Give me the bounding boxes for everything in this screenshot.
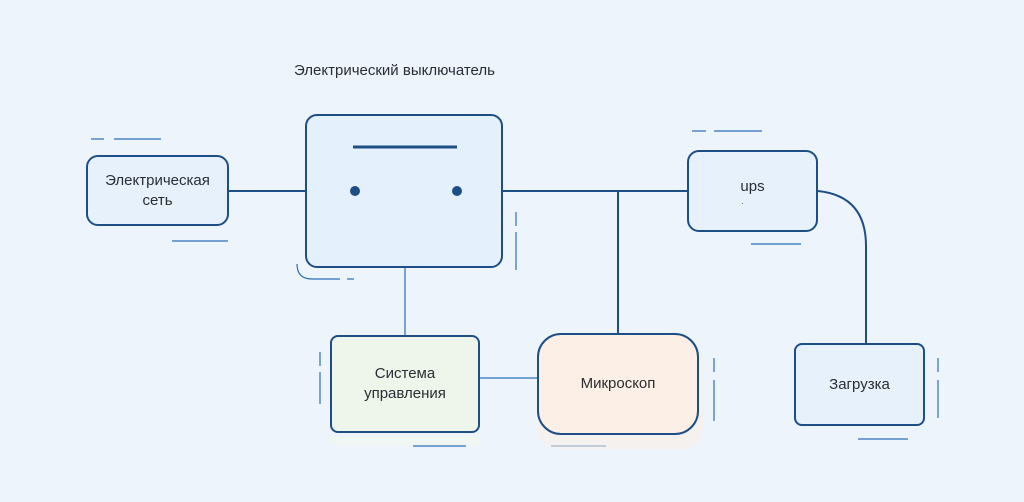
ups-label: ups <box>740 178 765 195</box>
control-label-line1: Система <box>374 365 436 382</box>
ups-sub-mark: . <box>741 196 744 206</box>
switch-symbol <box>350 145 462 196</box>
control-label-line2: управления <box>364 385 446 402</box>
decorative-dashes <box>91 130 939 447</box>
microscope-label: Микроскоп <box>580 375 656 392</box>
switch-title: Электрический выключатель <box>294 62 495 79</box>
switch-contact-left <box>350 186 360 196</box>
thin-wiring <box>404 268 537 379</box>
grid-node-label: Электрическая сеть <box>105 171 210 211</box>
wire-ups-to-load <box>817 190 867 344</box>
deco-corner <box>296 263 340 280</box>
control-system-node[interactable]: Система управления <box>330 335 480 433</box>
grid-node[interactable]: Электрическая сеть <box>86 155 229 226</box>
grid-label-line1: Электрическая <box>105 171 210 189</box>
ups-node[interactable]: ups . <box>687 150 818 232</box>
ups-node-label: ups . <box>740 177 765 206</box>
switch-node[interactable] <box>305 114 503 268</box>
switch-contact-right <box>452 186 462 196</box>
load-label: Загрузка <box>829 375 890 393</box>
control-node-label: Система управления <box>364 364 446 404</box>
grid-label-line2: сеть <box>142 191 173 209</box>
microscope-node[interactable]: Микроскоп <box>537 333 699 435</box>
control-node-shadow <box>330 437 482 445</box>
load-node[interactable]: Загрузка <box>794 343 925 426</box>
